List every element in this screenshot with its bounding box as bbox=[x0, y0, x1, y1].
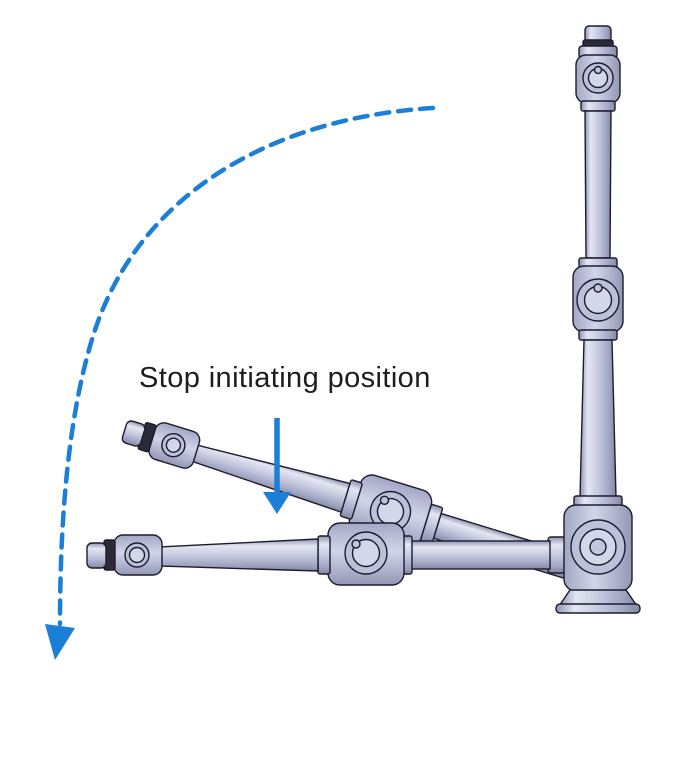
horizontal-outer-link bbox=[157, 538, 319, 572]
horizontal-end-cap bbox=[86, 542, 107, 569]
rotation-arc-arrowhead-icon bbox=[45, 624, 75, 660]
base-plate bbox=[555, 603, 641, 614]
horizontal-wrist-ring-inner bbox=[128, 546, 146, 564]
diagonal-joint-key bbox=[379, 495, 390, 506]
down-arrow bbox=[263, 418, 291, 514]
upper-collar bbox=[580, 100, 616, 112]
lower-link bbox=[579, 339, 617, 498]
rotation-arc-arrow bbox=[45, 105, 436, 660]
horizontal-arm bbox=[86, 522, 567, 586]
wrist-key bbox=[593, 65, 603, 75]
vertical-arm bbox=[555, 25, 641, 614]
down-arrow-head-icon bbox=[263, 492, 291, 514]
rotation-arc-path bbox=[57, 105, 436, 627]
diagonal-wrist-ring-inner bbox=[165, 437, 182, 453]
upper-link bbox=[584, 110, 612, 259]
annotation-label: Stop initiating position bbox=[139, 362, 431, 394]
horizontal-joint-collar-left bbox=[317, 535, 331, 575]
horizontal-joint-key bbox=[351, 539, 361, 549]
elbow-collar-bottom bbox=[578, 329, 618, 341]
diagonal-end-cap bbox=[121, 420, 146, 447]
elbow-key bbox=[593, 283, 603, 293]
base-ring-hub bbox=[589, 538, 607, 556]
horizontal-inner-link bbox=[409, 540, 551, 570]
